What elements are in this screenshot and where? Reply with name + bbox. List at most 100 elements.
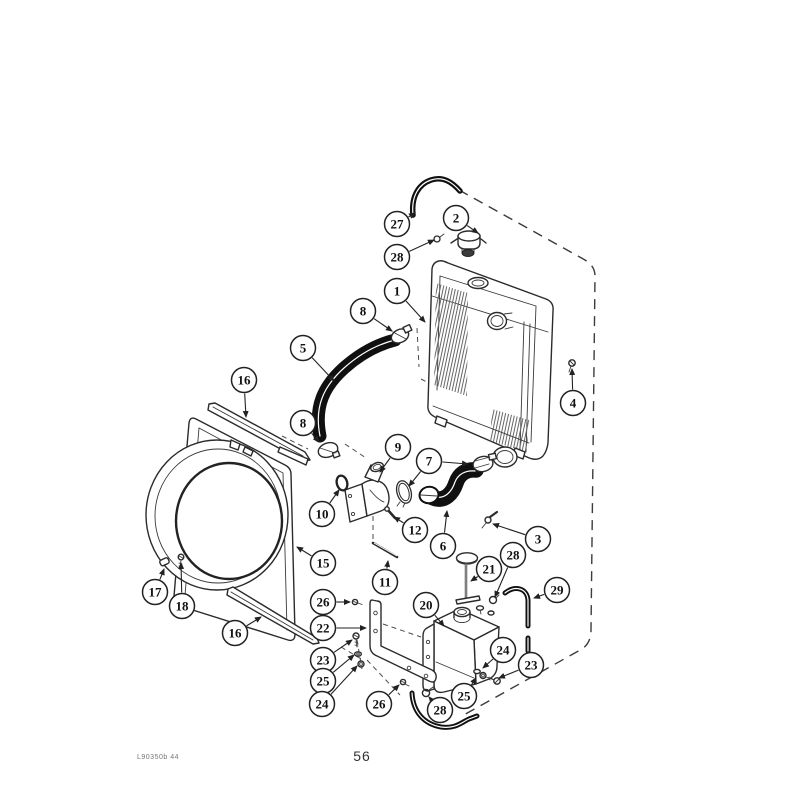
callout-number: 26: [317, 595, 331, 610]
callout-number: 16: [229, 626, 243, 641]
callout-number: 18: [176, 599, 190, 614]
bolt-23-left: [352, 632, 360, 648]
callout-number: 5: [300, 341, 307, 356]
fan-shroud: [145, 417, 296, 642]
callout-leader: [408, 212, 416, 219]
callout-number: 17: [149, 585, 163, 600]
callout-number: 29: [551, 583, 565, 598]
callout-number: 24: [316, 697, 330, 712]
shroud-screw: [177, 553, 185, 570]
callout-circle-7: [415, 447, 443, 475]
callout-28: 28: [426, 696, 454, 724]
screw-26-bottom: [399, 678, 410, 687]
callout-leader: [330, 665, 358, 695]
hose-clamp-28-bottom: [421, 686, 434, 698]
callout-circle-8: [349, 297, 377, 325]
callout-23: 23: [498, 651, 545, 679]
callout-8: 8: [349, 297, 393, 332]
nut-24-left: [357, 660, 365, 668]
band-clamp-7: [472, 452, 498, 473]
callout-leader: [466, 225, 479, 234]
callout-circle-1: [383, 277, 411, 305]
callout-25: 25: [309, 654, 355, 695]
hose-clamp-8-lower: [317, 441, 341, 459]
callout-22: 22: [309, 614, 367, 642]
callout-12: 12: [393, 516, 429, 544]
footer-code: L90350b 44: [137, 754, 179, 761]
nut-24-right: [479, 671, 487, 680]
callout-23: 23: [309, 639, 353, 674]
callout-21: 21: [470, 555, 503, 583]
hose-clamp-28-top: [433, 233, 445, 243]
callout-leader: [329, 489, 340, 504]
callout-circle-24: [308, 690, 336, 718]
callout-leader: [379, 457, 391, 473]
callout-10: 10: [308, 489, 340, 528]
callout-circle-16: [230, 366, 258, 394]
assembly-boundary: [458, 189, 596, 717]
callout-4: 4: [559, 368, 587, 417]
callout-number: 8: [360, 304, 367, 319]
radiator-filler-neck: [467, 276, 489, 290]
overflow-hose-top: [409, 176, 463, 218]
callout-circle-16: [221, 619, 249, 647]
stud-12: [384, 506, 397, 520]
callout-5: 5: [289, 334, 335, 382]
callout-leader: [333, 639, 353, 653]
dipstick: [455, 552, 481, 605]
callout-24: 24: [308, 665, 358, 718]
callout-number: 4: [570, 396, 577, 411]
o-ring: [335, 474, 349, 492]
callout-circle-3: [524, 525, 552, 553]
callout-24: 24: [482, 636, 517, 669]
callout-27: 27: [383, 210, 416, 238]
callout-number: 28: [434, 703, 448, 718]
callout-leader: [409, 239, 435, 252]
bolt-23-right: [485, 676, 501, 685]
callout-leader: [332, 654, 355, 673]
callout-6: 6: [429, 510, 457, 560]
callout-26: 26: [365, 684, 400, 718]
callout-leader: [533, 593, 545, 599]
upper-hose: [311, 333, 402, 443]
callout-28: 28: [383, 239, 435, 271]
callout-leader: [492, 523, 526, 536]
callout-circle-5: [289, 334, 317, 362]
callout-number: 25: [458, 689, 472, 704]
washer-25-right: [473, 668, 481, 675]
callout-circle-10: [308, 500, 336, 528]
callout-circle-26: [365, 690, 393, 718]
callout-circle-23: [517, 651, 545, 679]
callout-number: 23: [317, 653, 331, 668]
callout-leader: [311, 357, 335, 382]
callout-circle-26: [309, 588, 337, 616]
callout-number: 21: [483, 562, 496, 577]
callout-number: 11: [379, 575, 391, 590]
callout-leader: [373, 318, 393, 332]
callout-circle-18: [168, 592, 196, 620]
page-number: 56: [353, 748, 371, 764]
callout-leader: [296, 546, 312, 557]
callout-circle-4: [559, 389, 587, 417]
seal-strip-bottom: [226, 586, 320, 645]
callout-number: 1: [394, 284, 401, 299]
callout-number: 27: [391, 217, 405, 232]
callout-circle-20: [412, 591, 440, 619]
washer-25-left: [353, 651, 363, 657]
radiator-core-fins-lower: [490, 409, 529, 452]
callout-leader: [159, 568, 165, 580]
callout-leader: [494, 567, 509, 598]
callout-leader: [428, 696, 436, 704]
callout-leader: [470, 575, 479, 582]
callout-number: 8: [300, 416, 307, 431]
callout-29: 29: [533, 576, 571, 604]
hose-clamp-8-upper: [390, 323, 413, 344]
tank-neck: [453, 606, 471, 618]
callout-leader: [569, 368, 576, 390]
callout-15: 15: [296, 546, 337, 577]
callout-leader: [443, 510, 450, 533]
mounting-bracket: [369, 599, 437, 683]
callout-circle-21: [475, 555, 503, 583]
callout-leader: [470, 677, 477, 686]
